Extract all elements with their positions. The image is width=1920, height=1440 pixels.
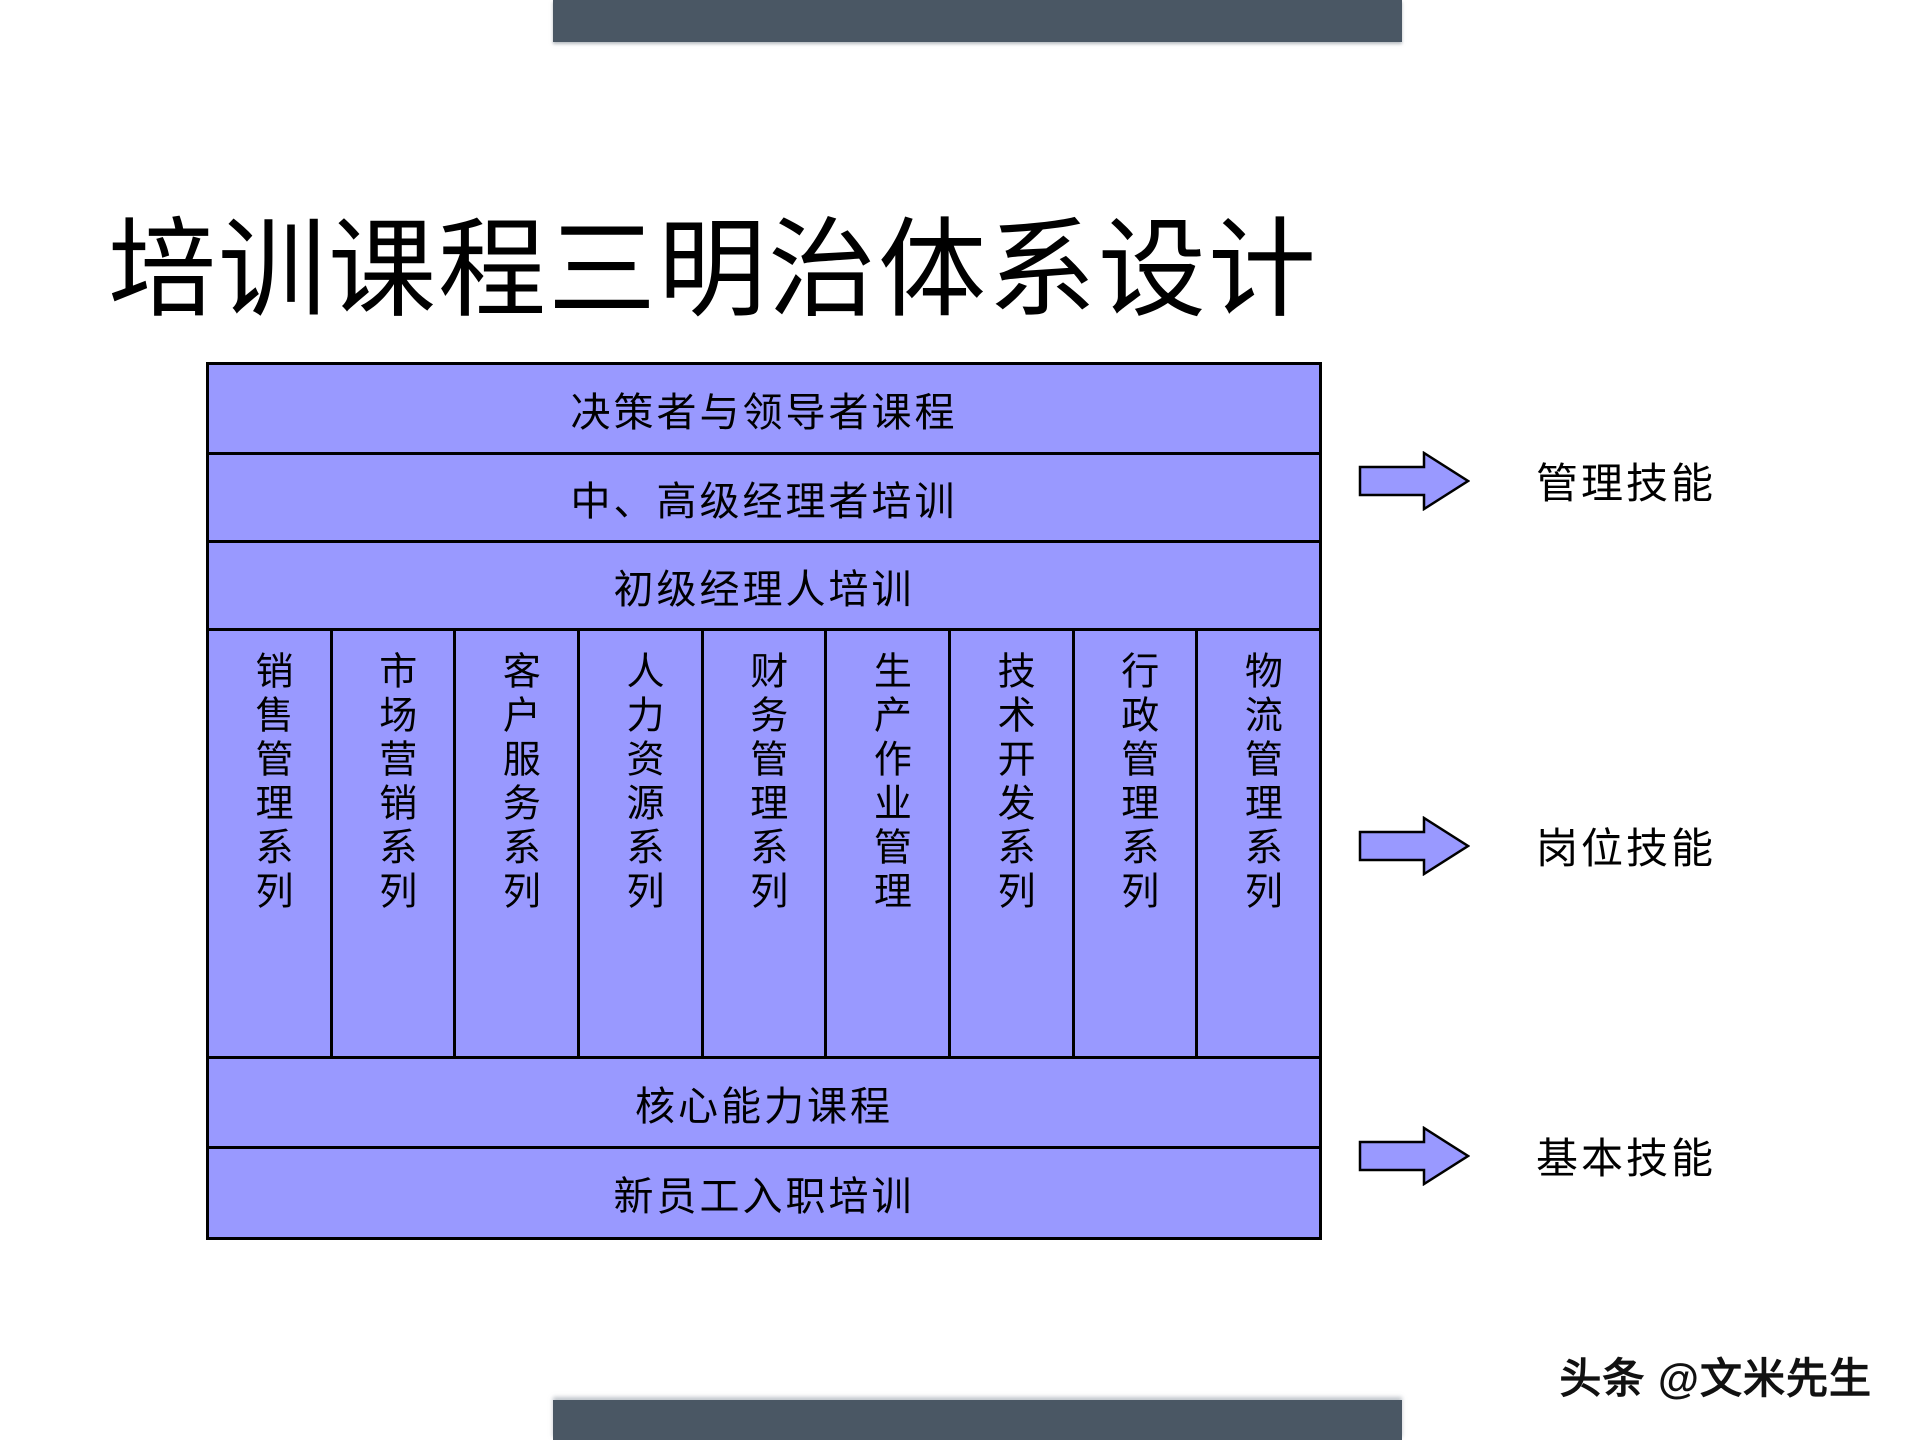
right-arrow-icon [1358,815,1470,876]
training-sandwich-diagram: 决策者与领导者课程 中、高级经理者培训 初级经理人培训 销售管理系列 市场营销系… [206,362,1322,1240]
column-production-operations: 生产作业管理 [827,631,952,1056]
column-administration: 行政管理系列 [1074,631,1199,1056]
band-label: 核心能力课程 [635,1083,893,1129]
band-new-employee-onboarding: 新员工入职培训 [209,1149,1319,1237]
column-label: 行政管理系列 [1114,651,1157,915]
column-label: 生产作业管理 [867,651,910,915]
callout-label: 基本技能 [1536,1137,1717,1183]
column-logistics-management: 物流管理系列 [1198,631,1320,1056]
band-junior-manager-training: 初级经理人培训 [209,543,1319,631]
band-decision-maker-course: 决策者与领导者课程 [209,365,1319,455]
column-label: 客户服务系列 [496,651,539,915]
column-label: 技术开发系列 [991,651,1034,915]
column-label: 销售管理系列 [249,651,292,915]
bottom-banner-bar [553,1400,1402,1440]
band-senior-manager-training: 中、高级经理者培训 [209,455,1319,543]
column-label: 物流管理系列 [1238,651,1281,915]
band-label: 决策者与领导者课程 [570,389,958,435]
page-title: 培训课程三明治体系设计 [108,212,1319,332]
callout-basic-skill: 基本技能 [1358,1125,1716,1186]
right-arrow-icon [1358,1125,1470,1186]
callout-management-skill: 管理技能 [1358,450,1716,511]
column-label: 财务管理系列 [743,651,786,915]
watermark-text: 头条 @文米先生 [1559,1355,1872,1402]
band-label: 新员工入职培训 [613,1174,915,1219]
column-label: 市场营销系列 [372,651,415,915]
column-label: 人力资源系列 [620,651,663,915]
job-skill-columns: 销售管理系列 市场营销系列 客户服务系列 人力资源系列 财务管理系列 生产作业管… [209,631,1320,1059]
column-finance-management: 财务管理系列 [703,631,828,1056]
band-label: 初级经理人培训 [613,566,915,612]
band-label: 中、高级经理者培训 [570,478,958,524]
callout-label: 岗位技能 [1536,827,1717,873]
column-customer-service: 客户服务系列 [456,631,581,1056]
column-human-resources: 人力资源系列 [580,631,704,1056]
callout-job-skill: 岗位技能 [1358,815,1716,876]
callout-label: 管理技能 [1536,462,1717,508]
right-arrow-icon [1358,450,1470,511]
column-sales-management: 销售管理系列 [209,631,333,1056]
band-core-competency-course: 核心能力课程 [209,1059,1319,1149]
top-banner-bar [553,0,1402,42]
column-marketing: 市场营销系列 [332,631,457,1056]
column-technology-development: 技术开发系列 [951,631,1075,1056]
